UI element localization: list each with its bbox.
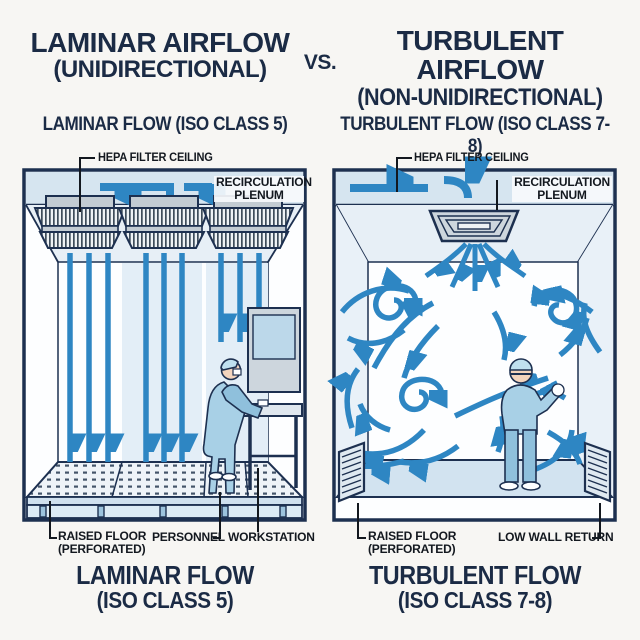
workstation-figure xyxy=(243,307,303,490)
laminar-leader-lines xyxy=(49,157,259,539)
turbulent-right-wall xyxy=(578,205,613,497)
personnel-figure xyxy=(202,358,269,494)
left-caption-line2: (ISO CLASS 5) xyxy=(96,587,234,613)
personnel-label: PERSONNEL xyxy=(152,530,225,544)
diffuser-fanout-arrows xyxy=(424,242,527,291)
personnel-figure-right xyxy=(499,358,565,491)
wall-grille-icon-left xyxy=(337,441,366,503)
left-raised-floor-label: RAISED FLOOR (PERFORATED) xyxy=(58,529,147,557)
left-panel-heading: LAMINAR FLOW (ISO CLASS 5) xyxy=(42,114,288,135)
turbulent-leader-lines xyxy=(357,157,601,539)
right-plenum-label: RECIRCULATION PLENUM xyxy=(512,175,612,203)
turbulent-panel xyxy=(334,157,617,539)
turbulent-plenum-arrows xyxy=(350,180,468,199)
left-caption-line1: LAMINAR FLOW xyxy=(76,560,254,590)
workstation-label: WORKSTATION xyxy=(228,530,315,544)
laminar-floor-slab xyxy=(26,496,303,506)
left-main-title-line1: LAMINAR AIRFLOW xyxy=(30,27,290,58)
right-main-title-line1: TURBULENT AIRFLOW xyxy=(396,25,564,86)
wall-grille-icon-right xyxy=(583,441,612,503)
laminar-raised-floor xyxy=(24,461,305,498)
left-hepa-label: HEPA FILTER CEILING xyxy=(98,150,213,164)
swirl-arrows xyxy=(342,286,603,470)
right-caption-line2: (ISO CLASS 7-8) xyxy=(397,587,553,613)
ceiling-diffuser-icon xyxy=(428,209,520,243)
vs-label: VS. xyxy=(303,51,337,74)
left-main-title-line2: (UNIDIRECTIONAL) xyxy=(53,56,267,84)
laminar-flow-arrows xyxy=(67,253,259,462)
laminar-panel xyxy=(22,157,307,539)
left-plenum-label: RECIRCULATION PLENUM xyxy=(214,175,312,203)
right-panel-heading: TURBULENT FLOW (ISO CLASS 7-8) xyxy=(340,114,610,157)
right-caption: TURBULENT FLOW (ISO CLASS 7-8) xyxy=(324,562,626,613)
right-hepa-label: HEPA FILTER CEILING xyxy=(414,150,529,164)
right-main-title: TURBULENT AIRFLOW (NON-UNIDIRECTIONAL) xyxy=(332,26,628,110)
low-wall-return-label: LOW WALL RETURN xyxy=(498,530,614,544)
left-main-title: LAMINAR AIRFLOW (UNIDIRECTIONAL) xyxy=(14,28,306,83)
hepa-filter-icon xyxy=(33,195,295,249)
left-caption: LAMINAR FLOW (ISO CLASS 5) xyxy=(14,562,316,613)
right-caption-line1: TURBULENT FLOW xyxy=(368,560,582,590)
floor-pedestals-icon xyxy=(39,505,287,518)
right-raised-floor-label: RAISED FLOOR (PERFORATED) xyxy=(368,529,457,557)
right-main-title-line2: (NON-UNIDIRECTIONAL) xyxy=(357,83,603,111)
